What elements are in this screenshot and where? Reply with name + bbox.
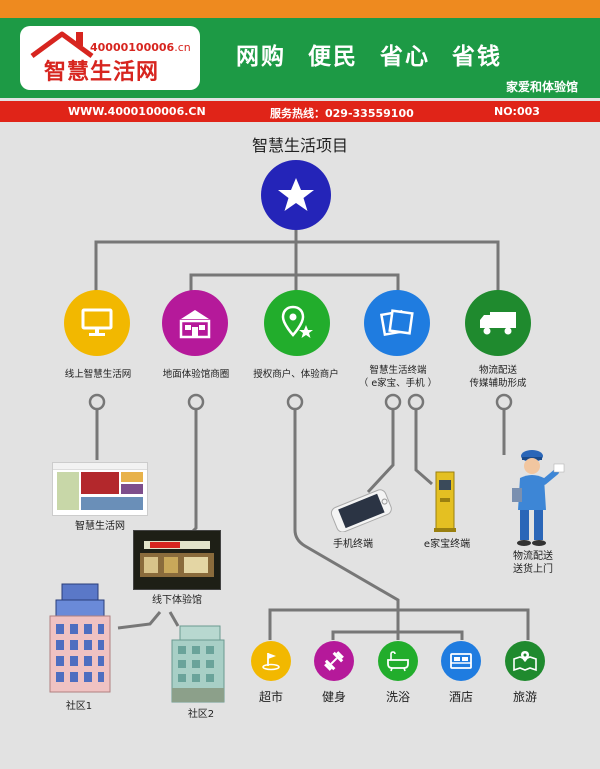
node-online-website[interactable]	[64, 290, 130, 356]
hotline-text: 服务热线：029-33559100	[270, 107, 414, 120]
service-bath[interactable]	[378, 641, 418, 681]
kiosk-image	[434, 471, 456, 532]
branch-label-terminal: 智慧生活终端（ e家宝、手机 ）	[358, 365, 438, 389]
bed-icon	[450, 653, 472, 669]
service-label-fitness: 健身	[321, 690, 346, 704]
branch-label-online: 线上智慧生活网	[64, 369, 132, 380]
monitor-icon	[81, 308, 113, 336]
truck-icon	[480, 312, 516, 335]
service-hotel[interactable]	[441, 641, 481, 681]
service-label-bath: 洗浴	[385, 690, 410, 704]
store-photo	[133, 530, 221, 590]
branch-label-store: 地面体验馆商圈	[162, 369, 230, 380]
item-label-phone: 手机终端	[333, 539, 373, 550]
community-2-building	[171, 625, 225, 703]
star-icon	[278, 178, 314, 211]
branch-label-logistics: 物流配送传媒辅助形成	[469, 365, 527, 389]
subslogan: 家爱和体验馆	[505, 80, 578, 94]
node-logistics[interactable]	[465, 290, 531, 356]
service-travel[interactable]	[505, 641, 545, 681]
logo-title: 智慧生活网	[44, 60, 160, 85]
node-merchants[interactable]	[264, 290, 330, 356]
delivery-man-image	[512, 450, 565, 546]
service-label-supermarket: 超市	[258, 690, 283, 704]
node-smart-terminal[interactable]	[364, 290, 430, 356]
item-label-store: 线下体验馆	[152, 595, 202, 606]
map-icon	[513, 651, 537, 672]
house-roof-icon	[30, 31, 94, 59]
info-bar: WWW.4000100006.CN 服务热线：029-33559100 NO:0…	[0, 101, 600, 122]
service-label-hotel: 酒店	[448, 690, 473, 704]
smartphone-image	[330, 489, 392, 532]
service-supermarket[interactable]	[251, 641, 291, 681]
service-label-travel: 旅游	[512, 690, 537, 704]
root-node[interactable]	[261, 160, 331, 230]
dumbbell-icon	[324, 651, 344, 671]
service-fitness[interactable]	[314, 641, 354, 681]
node-offline-store[interactable]	[162, 290, 228, 356]
slogan: 网购 便民 省心 省钱	[236, 44, 503, 70]
photos-icon	[380, 309, 414, 337]
issue-number: NO:003	[494, 105, 540, 118]
golf-icon	[262, 653, 280, 671]
branch-label-merchants: 授权商户、体验商户	[253, 369, 339, 380]
item-label-website: 智慧生活网	[75, 521, 125, 532]
logo-url: 40000100006.cn	[90, 41, 191, 54]
website-screenshot	[52, 462, 148, 516]
logo[interactable]	[20, 26, 200, 90]
map-pin-icon	[281, 305, 313, 338]
diagram-title: 智慧生活项目	[251, 136, 348, 155]
top-accent-strip	[0, 0, 600, 18]
item-label-kiosk: e家宝终端	[423, 539, 471, 550]
item-label-community-1: 社区1	[65, 701, 93, 712]
community-1-building	[49, 583, 111, 693]
bathtub-icon	[387, 651, 409, 672]
website-link[interactable]: WWW.4000100006.CN	[68, 105, 206, 118]
item-label-delivery: 物流配送送货上门	[513, 551, 553, 575]
shop-icon	[179, 310, 211, 339]
item-label-community-2: 社区2	[187, 709, 215, 720]
